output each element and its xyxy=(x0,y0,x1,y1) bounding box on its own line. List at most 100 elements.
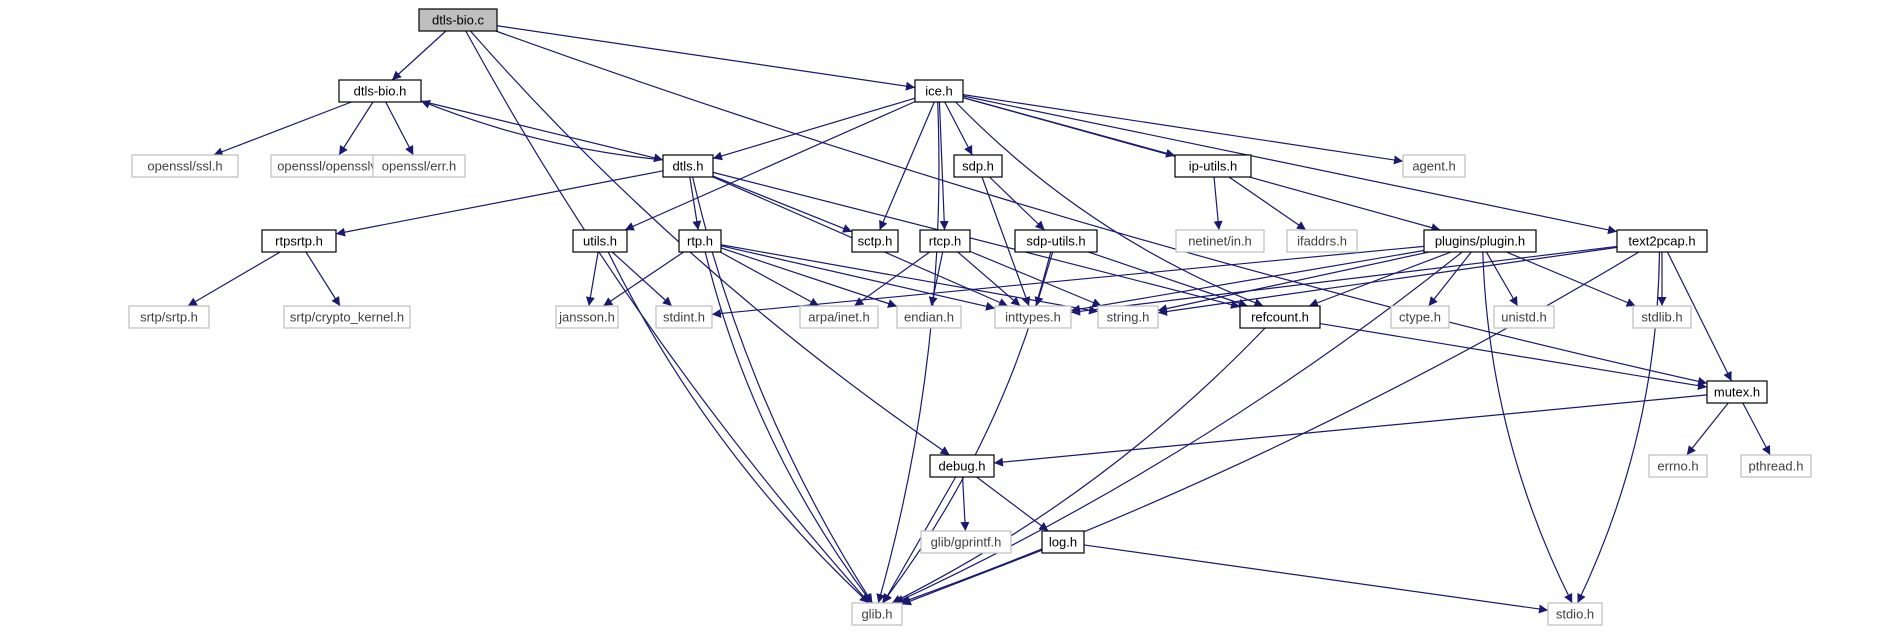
node-sctp-h[interactable]: sctp.h xyxy=(851,229,899,253)
node-label: endian.h xyxy=(904,310,954,325)
node-log-h[interactable]: log.h xyxy=(1041,530,1085,554)
node-stdlib-h: stdlib.h xyxy=(1632,305,1692,329)
node-box xyxy=(283,305,411,329)
edge-mutex-h-to-debug-h xyxy=(993,394,1708,467)
edge-ice-h-to-refcount-h xyxy=(955,101,1264,307)
node-label: sdp.h xyxy=(962,159,994,174)
node-label: arpa/inet.h xyxy=(808,310,869,325)
node-box xyxy=(1174,154,1252,178)
edge-plugins-plugin-h-to-refcount-h xyxy=(1308,251,1452,308)
edge-dtls-h-to-refcount-h xyxy=(712,171,1241,309)
edge-dtls-h-to-rtpsrtp-h xyxy=(335,170,664,237)
node-box xyxy=(572,229,628,253)
node-dtls-h[interactable]: dtls.h xyxy=(662,154,714,178)
node-box xyxy=(372,154,466,178)
node-ice-h[interactable]: ice.h xyxy=(914,79,964,103)
node-ctype-h: ctype.h xyxy=(1390,305,1450,329)
edge-ip-utils-h-to-ifaddrs-h xyxy=(1228,176,1307,231)
edge-debug-h-to-glib-h xyxy=(882,476,957,604)
edge-rtpsrtp-h-to-srtp-crypto-kernel-h xyxy=(305,251,341,307)
node-glib-gprintf-h: glib/gprintf.h xyxy=(920,530,1012,554)
edge-dtls-bio-c-to-debug-h xyxy=(469,30,950,456)
edge-ice-h-to-sdp-h xyxy=(944,101,973,156)
node-label: rtp.h xyxy=(687,234,713,249)
node-label: glib/gprintf.h xyxy=(931,535,1002,550)
node-box xyxy=(1041,530,1085,554)
node-srtp-crypto-kernel-h: srtp/crypto_kernel.h xyxy=(283,305,411,329)
edge-utils-h-to-jansson-h xyxy=(585,251,599,307)
edge-ice-h-to-rtcp-h xyxy=(938,101,949,231)
edge-log-h-to-glib-h xyxy=(901,549,1043,606)
node-box xyxy=(851,602,903,626)
node-plugins-plugin-h[interactable]: plugins/plugin.h xyxy=(1423,229,1537,253)
node-dtls-bio-h[interactable]: dtls-bio.h xyxy=(338,79,422,103)
edge-rtp-h-to-string-h xyxy=(720,244,1099,315)
node-label: stdint.h xyxy=(663,310,705,325)
node-box xyxy=(953,154,1003,178)
node-jansson-h: jansson.h xyxy=(555,305,619,329)
node-box xyxy=(1740,454,1812,478)
edge-plugins-plugin-h-to-ctype-h xyxy=(1428,251,1472,307)
edge-dtls-bio-c-to-glib-h xyxy=(465,30,870,604)
edge-dtls-bio-h-to-openssl-ssl-h xyxy=(213,101,352,156)
edge-rtpsrtp-h-to-srtp-srtp-h xyxy=(187,251,281,307)
node-label: ctype.h xyxy=(1399,310,1441,325)
node-box xyxy=(678,229,722,253)
edge-plugins-plugin-h-to-stdint-h xyxy=(711,245,1425,318)
edge-plugins-plugin-h-to-stdio-h xyxy=(1482,251,1573,604)
node-sdp-utils-h[interactable]: sdp-utils.h xyxy=(1014,229,1098,253)
node-debug-h[interactable]: debug.h xyxy=(929,454,995,478)
node-refcount-h[interactable]: refcount.h xyxy=(1239,305,1321,329)
node-box xyxy=(261,229,337,253)
node-utils-h[interactable]: utils.h xyxy=(572,229,628,253)
node-label: ip-utils.h xyxy=(1189,159,1237,174)
node-label: jansson.h xyxy=(558,310,615,325)
node-dtls-bio-c[interactable]: dtls-bio.c xyxy=(418,8,498,32)
node-ifaddrs-h: ifaddrs.h xyxy=(1286,229,1358,253)
node-stdio-h: stdio.h xyxy=(1547,602,1603,626)
node-pthread-h: pthread.h xyxy=(1740,454,1812,478)
node-box xyxy=(131,154,239,178)
node-box xyxy=(1706,380,1768,404)
node-ip-utils-h[interactable]: ip-utils.h xyxy=(1174,154,1252,178)
edge-mutex-h-to-errno-h xyxy=(1686,402,1729,456)
edge-dtls-h-to-dtls-bio-h xyxy=(420,100,664,161)
node-label: log.h xyxy=(1049,535,1077,550)
node-glib-h: glib.h xyxy=(851,602,903,626)
edge-utils-h-to-glib-h xyxy=(607,251,870,604)
node-sdp-h[interactable]: sdp.h xyxy=(953,154,1003,178)
edge-refcount-h-to-glib-h xyxy=(891,327,1266,604)
edge-ice-h-to-sctp-h xyxy=(879,101,935,231)
node-string-h: string.h xyxy=(1097,305,1159,329)
node-rtpsrtp-h[interactable]: rtpsrtp.h xyxy=(261,229,337,253)
edge-plugins-plugin-h-to-unistd-h xyxy=(1485,251,1519,307)
node-mutex-h[interactable]: mutex.h xyxy=(1706,380,1768,404)
node-box xyxy=(851,229,899,253)
node-label: stdio.h xyxy=(1556,607,1594,622)
node-rtp-h[interactable]: rtp.h xyxy=(678,229,722,253)
edge-dtls-bio-h-to-openssl-err-h xyxy=(385,101,414,156)
node-box xyxy=(1423,229,1537,253)
node-box xyxy=(1616,229,1708,253)
node-box xyxy=(338,79,422,103)
node-label: pthread.h xyxy=(1749,459,1804,474)
edge-dtls-h-to-sctp-h xyxy=(712,175,853,233)
node-box xyxy=(1547,602,1603,626)
edge-plugins-plugin-h-to-inttypes-h xyxy=(1070,249,1425,314)
node-box xyxy=(994,305,1072,329)
node-srtp-srtp-h: srtp/srtp.h xyxy=(128,305,210,329)
node-box xyxy=(1402,154,1466,178)
node-label: ice.h xyxy=(925,84,952,99)
edge-ice-h-to-dtls-h xyxy=(712,97,916,161)
node-label: agent.h xyxy=(1412,159,1455,174)
node-box xyxy=(896,305,962,329)
node-label: rtcp.h xyxy=(929,234,962,249)
node-rtcp-h[interactable]: rtcp.h xyxy=(919,229,971,253)
node-text2pcap-h[interactable]: text2pcap.h xyxy=(1616,229,1708,253)
node-box xyxy=(655,305,713,329)
edge-dtls-bio-c-to-dtls-bio-h xyxy=(391,30,447,81)
node-box xyxy=(1014,229,1098,253)
node-label: openssl/err.h xyxy=(382,159,456,174)
